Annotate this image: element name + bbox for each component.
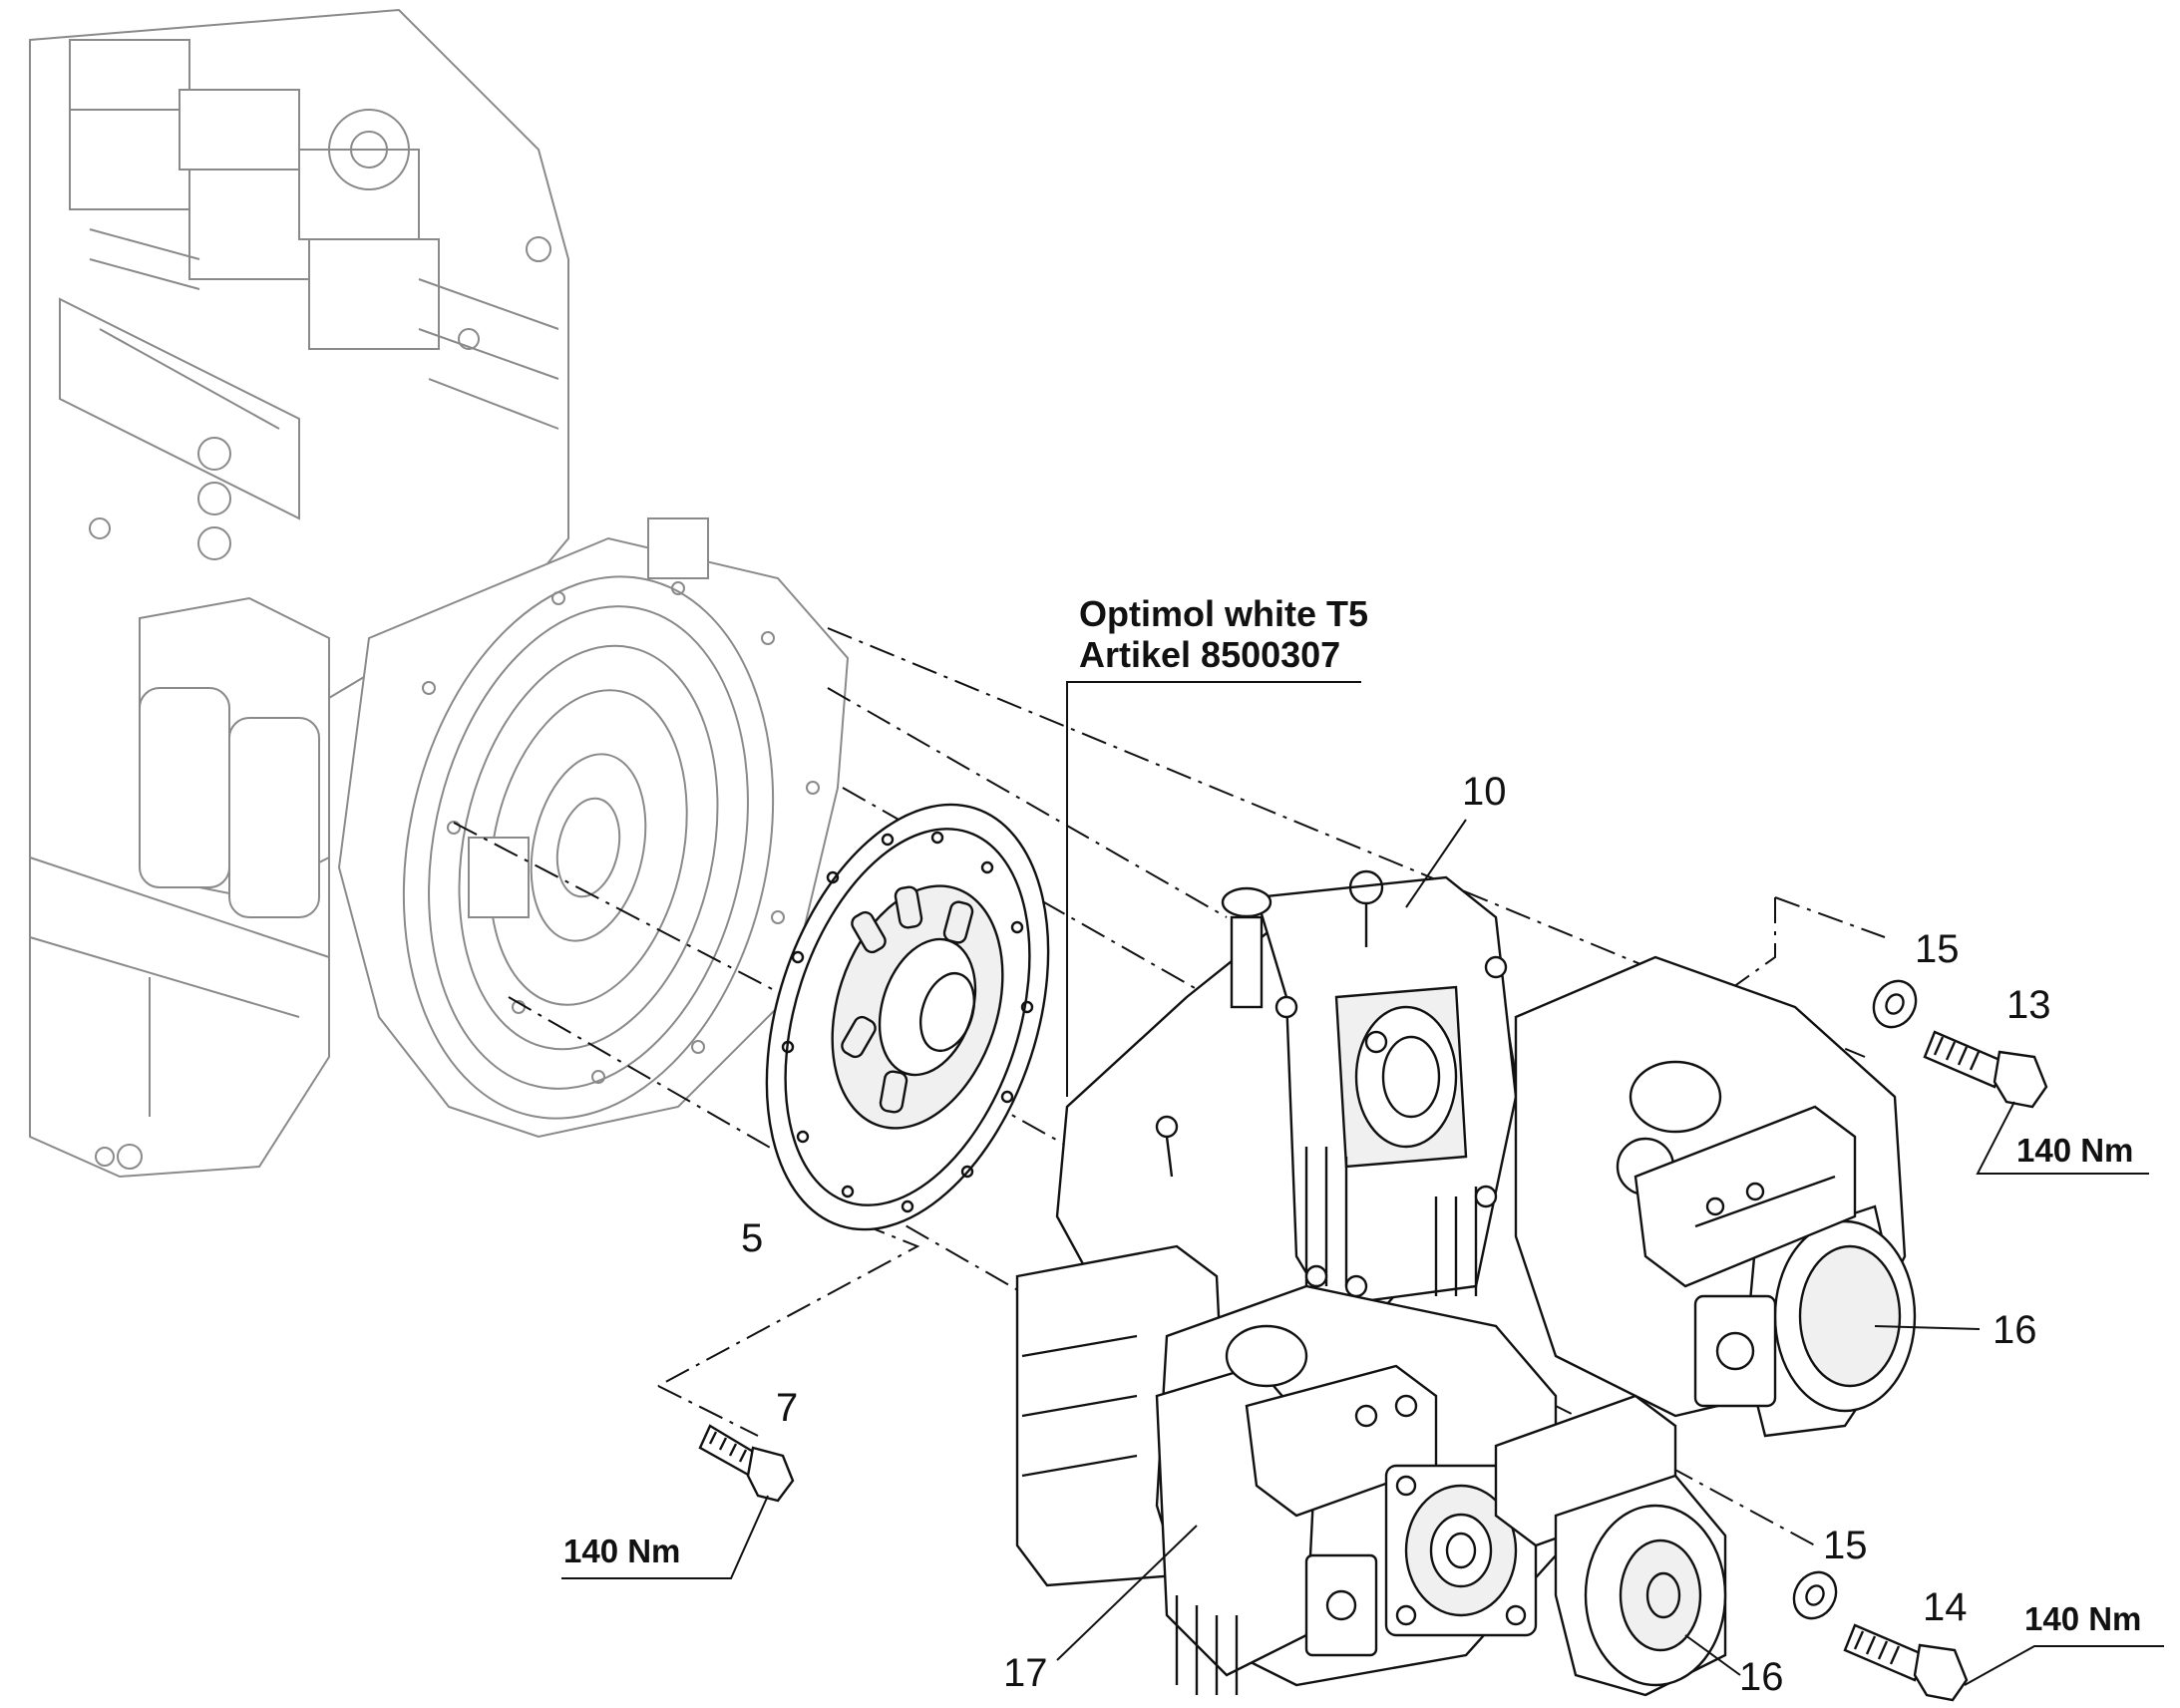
part-label-5: 5: [741, 1216, 764, 1260]
bolt-part-7: [698, 1424, 795, 1503]
torque-label-7: 140 Nm: [563, 1533, 681, 1569]
part-label-17: 17: [1003, 1651, 1048, 1695]
part-label-10: 10: [1462, 770, 1507, 814]
bolt-part-14: [1843, 1623, 1969, 1702]
part-label-16-right: 16: [1993, 1308, 2037, 1352]
washer-part-15-upper: [1872, 979, 1918, 1029]
part-label-16-bottom: 16: [1739, 1655, 1784, 1699]
torque-label-13: 140 Nm: [2016, 1132, 2134, 1169]
part-label-15-upper: 15: [1915, 927, 1960, 971]
flywheel-housing: [337, 517, 850, 1139]
coupling-plate: [765, 803, 1050, 1231]
lubricant-note-line2: Artikel 8500307: [1079, 634, 1341, 675]
torque-label-14: 140 Nm: [2024, 1600, 2142, 1637]
hydraulic-pump-lower: [1155, 1284, 1727, 1697]
bolt-part-13: [1923, 1030, 2048, 1109]
engine-block: [29, 8, 569, 1179]
part-label-7: 7: [776, 1386, 799, 1430]
part-label-13: 13: [2006, 983, 2051, 1027]
hydraulic-pump-upper: [1514, 955, 1917, 1438]
washer-part-15-lower: [1792, 1570, 1838, 1620]
part-label-14: 14: [1923, 1585, 1968, 1629]
lubricant-note-line1: Optimol white T5: [1079, 593, 1369, 634]
leader-lines: [561, 681, 2164, 1686]
part-label-15-lower: 15: [1823, 1524, 1868, 1567]
